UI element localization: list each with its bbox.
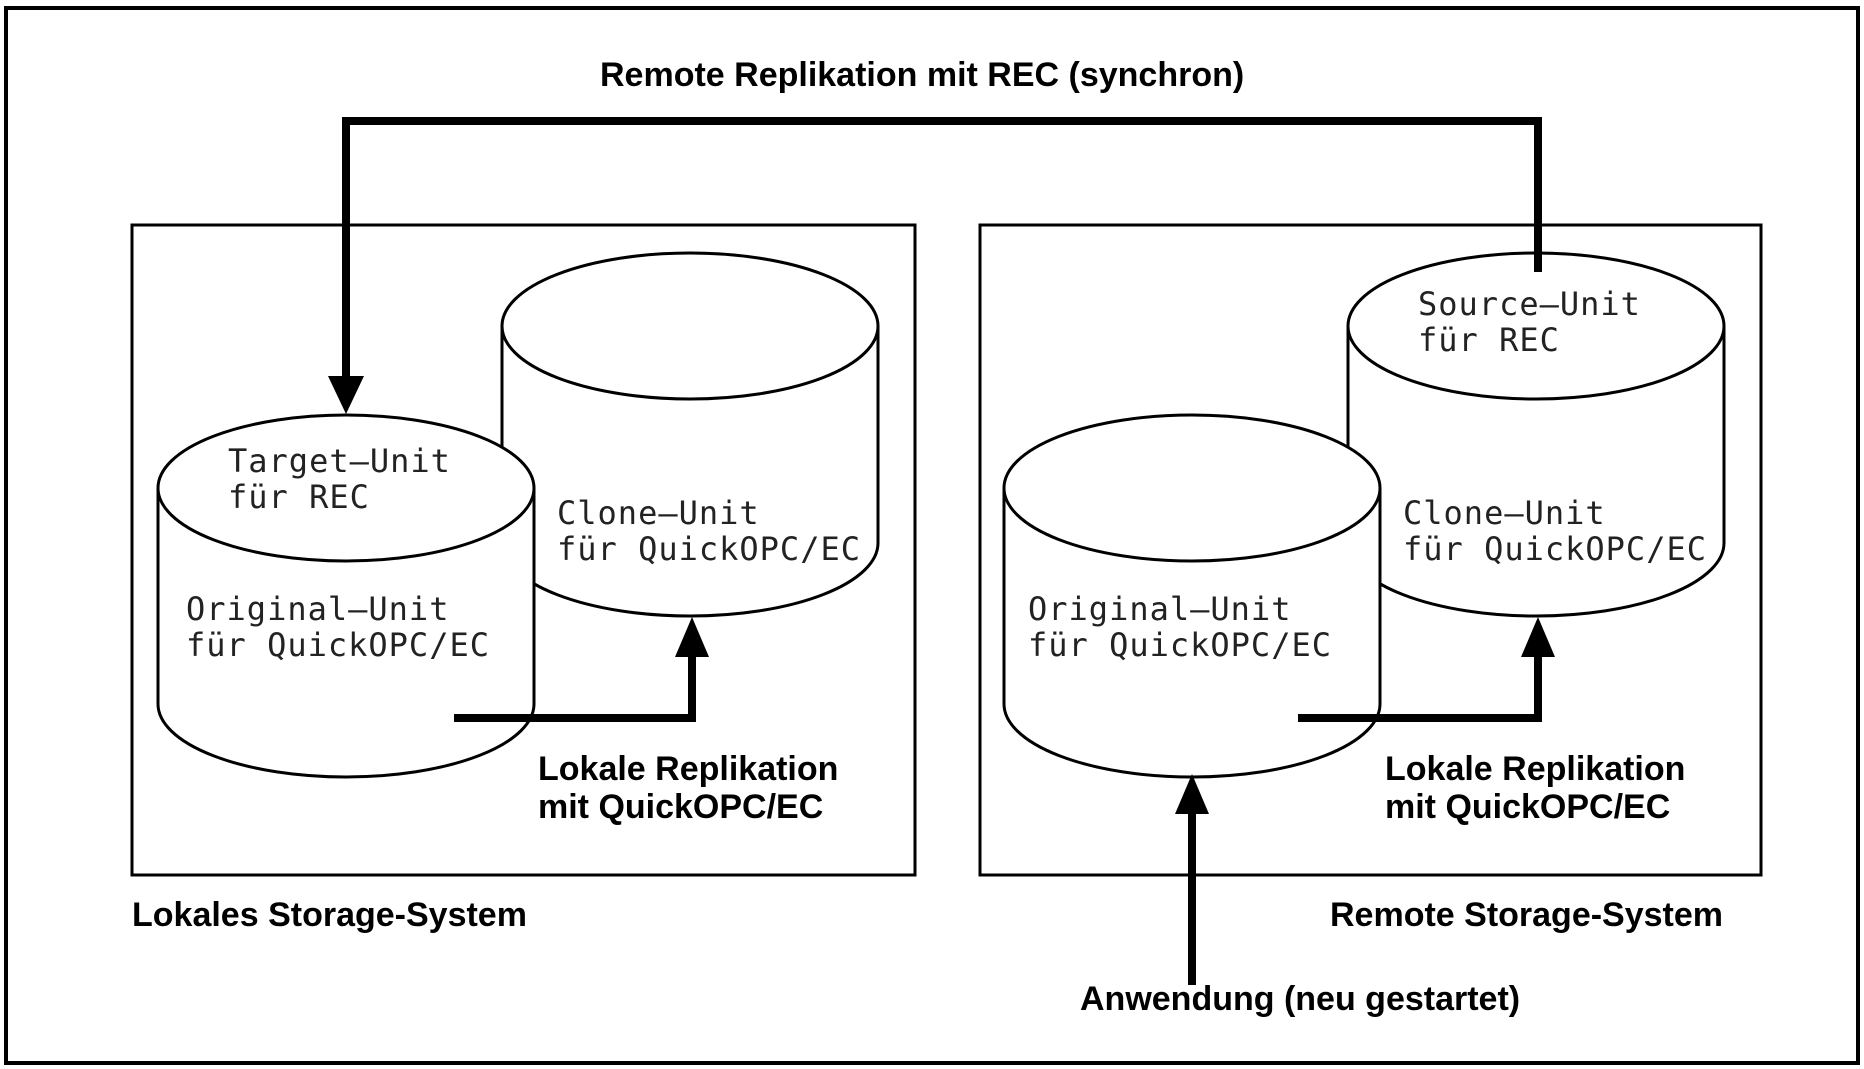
remote-original-unit-label: Original–Unit xyxy=(1028,590,1291,628)
diagram-title: Remote Replikation mit REC (synchron) xyxy=(600,56,1244,94)
local-replication-arrow-line xyxy=(454,655,696,722)
remote-clone-unit-sublabel: für QuickOPC/EC xyxy=(1403,530,1707,568)
remote-storage-system-box xyxy=(978,223,1763,877)
local-replication-sublabel: mit QuickOPC/EC xyxy=(538,788,823,826)
local-original-unit-cylinder: Target–Unit für REC Original–Unit für Qu… xyxy=(156,413,536,779)
local-clone-unit-cylinder: Clone–Unit für QuickOPC/EC xyxy=(500,251,880,618)
outer-frame xyxy=(4,6,1860,1065)
local-target-unit-sublabel: für REC xyxy=(228,478,370,516)
application-label: Anwendung (neu gestartet) xyxy=(1080,980,1520,1018)
remote-source-unit-sublabel: für REC xyxy=(1418,321,1560,359)
remote-clone-unit-label: Clone–Unit xyxy=(1403,494,1606,532)
remote-storage-system-label: Remote Storage-System xyxy=(1330,896,1723,934)
local-clone-unit-label: Clone–Unit xyxy=(557,494,760,532)
remote-clone-unit-cylinder: Source–Unit für REC Clone–Unit für Quick… xyxy=(1346,251,1726,618)
remote-replication-arrowhead xyxy=(1521,617,1555,657)
local-clone-unit-sublabel: für QuickOPC/EC xyxy=(557,530,861,568)
local-target-unit-label: Target–Unit xyxy=(228,442,451,480)
local-original-unit-label: Original–Unit xyxy=(186,590,449,628)
local-original-unit-sublabel: für QuickOPC/EC xyxy=(186,626,490,664)
remote-replication-label: Lokale Replikation xyxy=(1385,750,1685,788)
local-storage-system-box xyxy=(130,223,917,877)
local-replication-label: Lokale Replikation xyxy=(538,750,838,788)
application-arrowhead xyxy=(1175,774,1209,814)
remote-replication-sublabel: mit QuickOPC/EC xyxy=(1385,788,1670,826)
local-storage-system-label: Lokales Storage-System xyxy=(132,896,527,934)
remote-replication-arrow-line xyxy=(1298,655,1542,722)
local-replication-arrowhead xyxy=(675,617,709,657)
remote-original-unit-cylinder: Original–Unit für QuickOPC/EC xyxy=(1002,413,1382,779)
rec-replication-arrow-line xyxy=(342,117,1542,378)
rec-replication-arrowhead xyxy=(328,376,364,414)
remote-original-unit-sublabel: für QuickOPC/EC xyxy=(1028,626,1332,664)
remote-source-unit-label: Source–Unit xyxy=(1418,285,1641,323)
